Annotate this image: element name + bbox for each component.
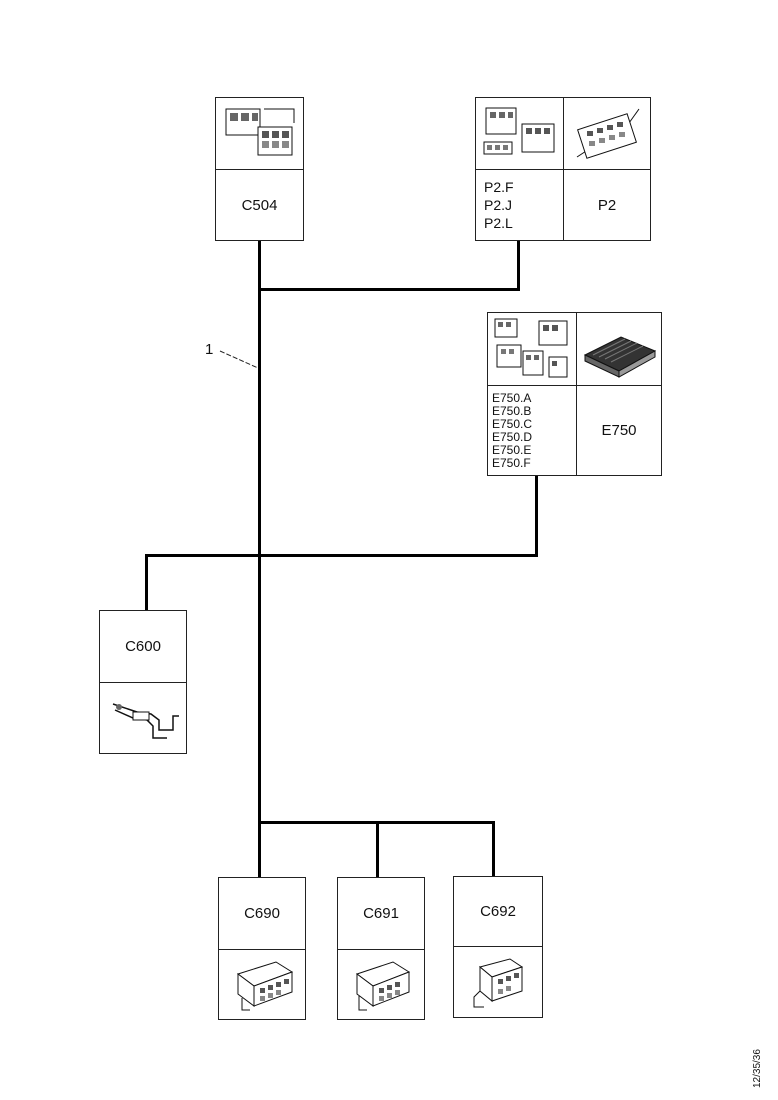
connector-icon [355, 960, 411, 1010]
callout-number: 1 [205, 341, 214, 358]
p2-connector-label: P2.J [484, 197, 513, 213]
connector-group-icon [494, 318, 568, 378]
c692-branch-vertical [492, 821, 495, 878]
c504-label-cell: C504 [215, 169, 304, 241]
c600-picture-cell [99, 682, 187, 754]
c600-label: C600 [125, 638, 161, 655]
p2-branch-horizontal [258, 288, 520, 291]
e750-connector-label: E750.B [492, 403, 532, 418]
c690-label-cell: C690 [218, 877, 306, 950]
p2-module-label: P2 [597, 196, 617, 214]
c692-label: C692 [480, 903, 516, 920]
c691-branch-vertical [376, 821, 379, 879]
c691-label: C691 [363, 905, 399, 922]
reference-id: 12/35/36 [752, 1049, 763, 1088]
e750-connector-label: E750.C [492, 416, 533, 431]
main-trunk-wire [258, 240, 261, 880]
e750-connector-labels-cell: E750.A E750.B E750.C E750.D E750.E E750.… [487, 385, 577, 476]
c504-label: C504 [241, 196, 278, 214]
p2-connector-label: P2.F [484, 179, 514, 195]
c690-label: C690 [244, 905, 280, 922]
c692-picture-cell [453, 946, 543, 1018]
e750-connector-label: E750.A [492, 390, 532, 405]
c690-picture-cell [218, 949, 306, 1020]
p2-branch-vertical [517, 240, 520, 291]
p2-connector-labels-cell: P2.F P2.J P2.L [475, 169, 564, 241]
p2-connectors-picture-cell [475, 97, 564, 170]
c600-label-cell: C600 [99, 610, 187, 683]
c692-label-cell: C692 [453, 876, 543, 947]
ecu-box-icon [583, 336, 657, 378]
p2-connector-label: P2.L [484, 215, 513, 231]
module-board-icon [576, 108, 640, 159]
c691-label-cell: C691 [337, 877, 425, 950]
connector-icon [236, 960, 294, 1010]
e750-connector-label: E750.E [492, 442, 532, 457]
terminal-icon [112, 703, 179, 739]
e750-module-label: E750 [601, 422, 637, 439]
p2-module-picture-cell [563, 97, 651, 170]
e750-module-picture-cell [576, 312, 662, 386]
e750-connector-label: E750.F [492, 455, 531, 470]
e750-c600-branch-horizontal [145, 554, 538, 557]
connector-icon [473, 958, 524, 1008]
callout-leader-line [219, 350, 259, 369]
e750-branch-vertical [535, 476, 538, 557]
e750-connectors-picture-cell [487, 312, 577, 386]
c691-picture-cell [337, 949, 425, 1020]
p2-module-label-cell: P2 [563, 169, 651, 241]
e750-connector-label: E750.D [492, 429, 533, 444]
c504-picture-cell [215, 97, 304, 170]
c600-branch-vertical [145, 554, 148, 612]
connector-group-icon [483, 107, 554, 154]
e750-module-label-cell: E750 [576, 385, 662, 476]
connector-pair-icon [225, 108, 294, 155]
